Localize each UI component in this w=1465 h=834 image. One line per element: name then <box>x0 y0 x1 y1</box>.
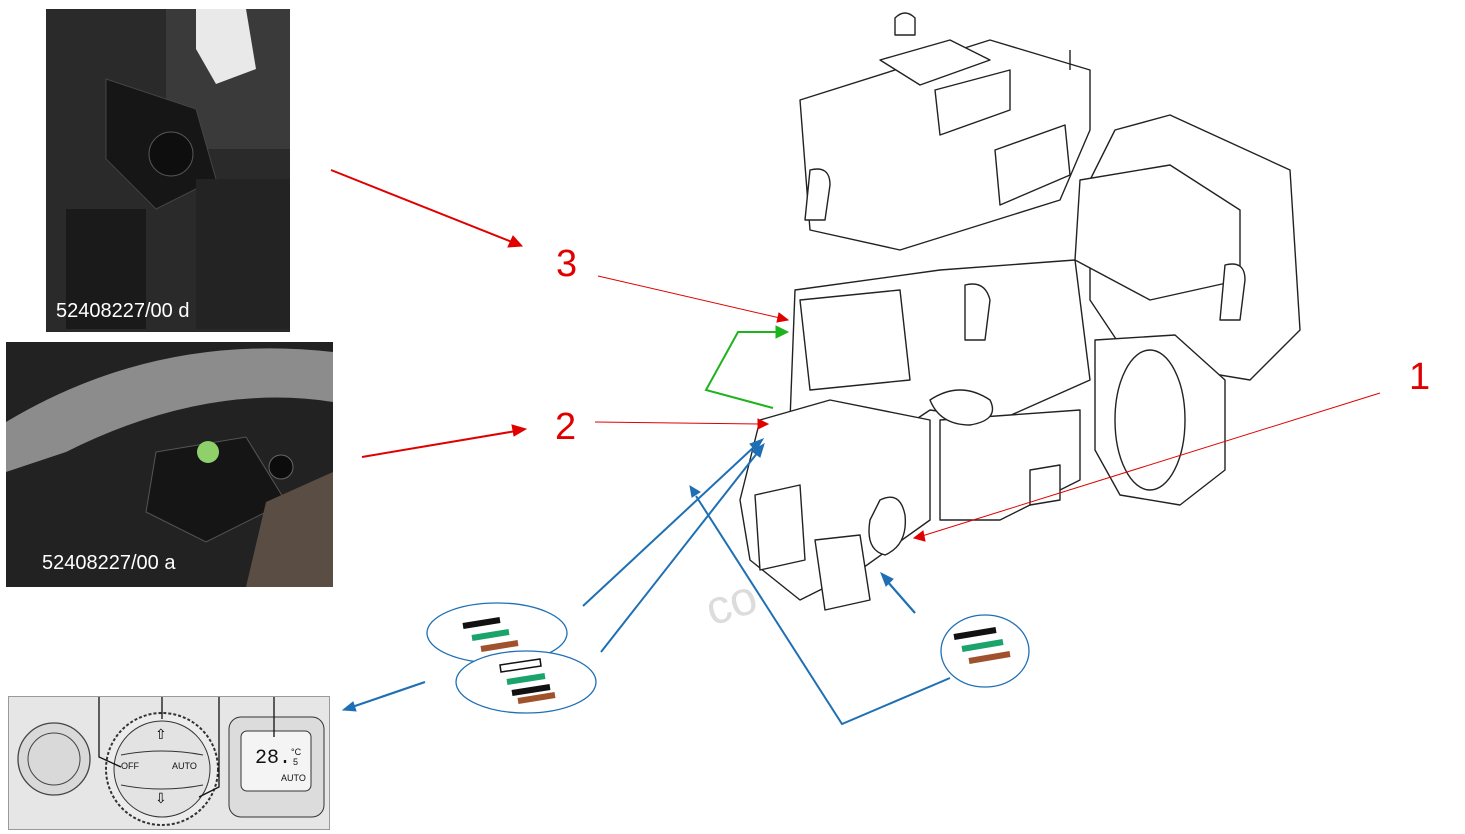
lcd-unit: °C <box>291 747 302 757</box>
arrow-photo-bottom-to-2 <box>361 430 517 458</box>
arrow-ellipse1-to-unit <box>582 445 756 607</box>
photo-top-caption: 52408227/00 d <box>56 300 190 322</box>
knob-off-label: OFF <box>121 761 139 771</box>
hvac-unit-drawing <box>739 12 1301 611</box>
actuator-photo-bottom: 52408227/00 a <box>6 342 333 587</box>
control-panel-drawing: ⇧ ⇩ <box>17 697 325 826</box>
lcd-temperature: 28. <box>255 747 292 770</box>
arrow-photo-top-to-3 <box>330 169 513 243</box>
arrow-1-to-unit <box>921 392 1381 537</box>
blue-arrows <box>341 438 951 726</box>
climate-control-panel: ⇧ ⇩ OFF AUTO 28. °C 5 AUTO <box>8 696 330 830</box>
wire-ellipse-1 <box>426 602 568 664</box>
lcd-decimal: 5 <box>293 757 299 767</box>
label-1: 1 <box>1409 356 1431 398</box>
svg-text:⇩: ⇩ <box>155 791 167 807</box>
green-arrow <box>704 325 790 409</box>
actuator-photo-top: 52408227/00 d <box>46 9 290 332</box>
actuator-photo-bottom-drawing <box>6 342 333 587</box>
red-arrows <box>330 169 1381 542</box>
label-2: 2 <box>555 406 577 448</box>
arrow-to-control-panel <box>351 680 426 709</box>
label-3: 3 <box>556 243 578 285</box>
photo-bottom-caption: 52408227/00 a <box>42 552 176 574</box>
arrow-ellipse2-to-unit <box>600 451 759 653</box>
wire-ellipse-2 <box>455 650 597 714</box>
arrow-ellipse3-to-connector <box>886 580 916 614</box>
knob-auto-label: AUTO <box>172 761 197 771</box>
lcd-auto-label: AUTO <box>281 773 306 783</box>
watermark: co <box>699 570 764 636</box>
arrow-ellipse3-to-junction <box>695 495 951 726</box>
arrow-3-to-unit <box>597 275 781 319</box>
actuator-photo-top-drawing <box>46 9 290 332</box>
wire-ellipse-3 <box>940 614 1030 688</box>
arrow-2-to-unit <box>594 421 761 425</box>
svg-text:⇧: ⇧ <box>155 727 167 743</box>
